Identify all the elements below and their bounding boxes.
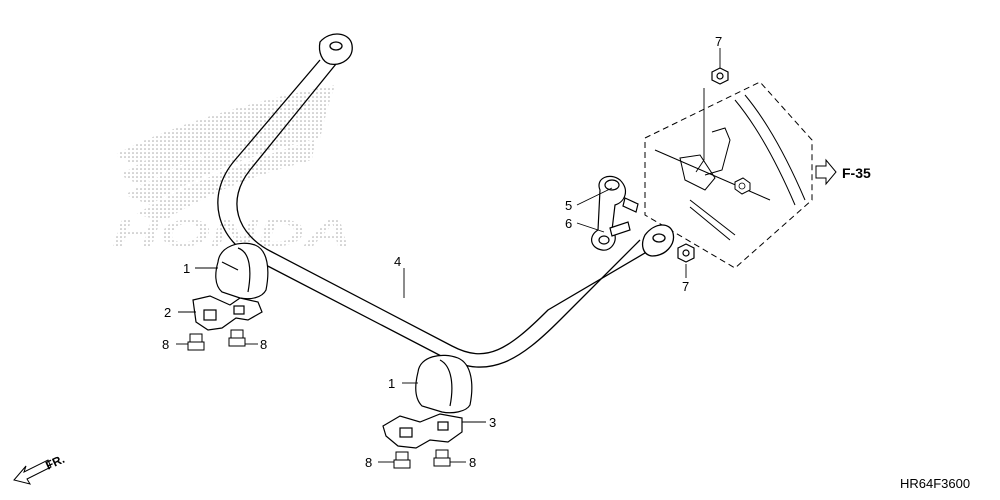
frame-nut [734,177,751,195]
nut-7-top [711,67,729,85]
bushing-upper [215,242,269,300]
callout-8-d: 8 [469,455,476,470]
bolt-8-b [228,329,246,347]
callout-8-b: 8 [260,337,267,352]
callout-8-c: 8 [365,455,372,470]
detail-callout-box [644,81,813,269]
callout-1-lower: 1 [388,376,395,391]
nut-7-bottom [677,243,695,263]
callout-6: 6 [565,216,572,231]
callout-8-a: 8 [162,337,169,352]
callout-4: 4 [394,254,401,269]
holder-left [192,295,263,331]
direction-label: FR. [43,452,66,473]
bushing-lower [415,354,473,414]
front-direction-arrow-icon [13,459,52,485]
callout-3: 3 [489,415,496,430]
stabilizer-bar [217,33,675,368]
stabilizer-link [591,175,639,251]
callout-5: 5 [565,198,572,213]
callout-2: 2 [164,305,171,320]
diagram-code: HR64F3600 [900,476,970,491]
honda-wing-watermark: HONDA [112,85,352,255]
bolt-8-c [393,451,411,469]
holder-right [382,413,463,449]
reference-label: F-35 [842,165,871,181]
frame-detail [654,94,806,241]
callout-7-bottom: 7 [682,279,689,294]
bolt-8-d [433,449,451,467]
callout-1-upper: 1 [183,261,190,276]
reference-arrow-icon [815,158,837,186]
leader-lines [176,48,721,463]
bolt-8-a [187,333,205,351]
callout-7-top: 7 [715,34,722,49]
